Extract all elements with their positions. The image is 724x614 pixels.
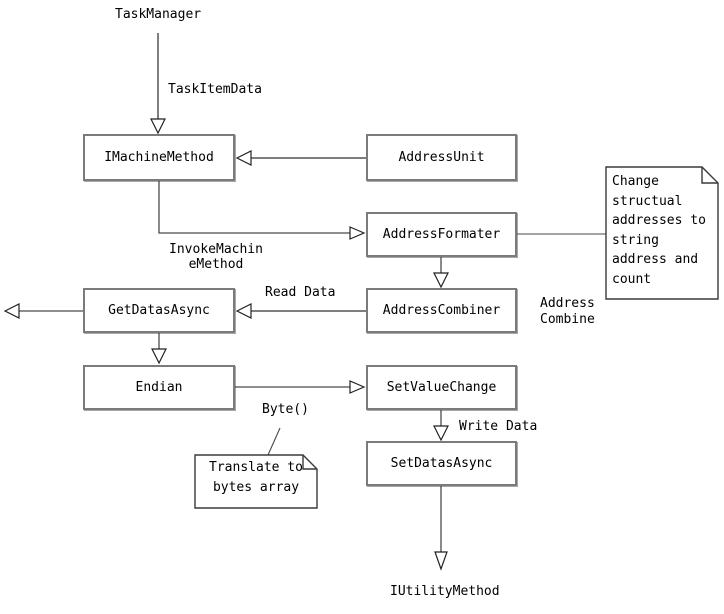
node-addresscombiner[interactable]: AddressCombiner — [366, 288, 517, 333]
node-setvaluechange[interactable]: SetValueChange — [366, 365, 517, 410]
label-taskmanager: TaskManager — [115, 7, 202, 22]
edge-getdatasasync-endian — [151, 333, 167, 365]
label-iutilitymethod: IUtilityMethod — [390, 584, 500, 599]
edge-addressunit-imachinemethod — [235, 150, 366, 166]
edge-addresscombiner-getdatasasync — [235, 303, 366, 319]
edge-label-readdata: Read Data — [265, 285, 336, 300]
note-text-change-addresses: Change structual addresses to string add… — [612, 174, 706, 287]
edge-label-byte: Byte() — [262, 402, 309, 417]
node-endian[interactable]: Endian — [83, 365, 235, 410]
edge-getdatasasync-out-left — [3, 303, 83, 319]
edge-setvaluechange-setdatasasync — [433, 410, 449, 442]
edge-label-invokemachinemethod: InvokeMachin eMethod — [169, 242, 263, 272]
node-addressunit[interactable]: AddressUnit — [366, 134, 517, 181]
edge-setdatasasync-iutilitymethod — [434, 486, 448, 571]
edge-taskmanager-imachinemethod — [150, 33, 166, 135]
edge-label-addresscombine: Address Combine — [540, 296, 595, 327]
node-getdatasasync[interactable]: GetDatasAsync — [83, 288, 235, 333]
edge-addressformater-addresscombiner — [433, 257, 449, 289]
note-shape-translate-bytes[interactable] — [194, 454, 318, 509]
node-imachinemethod[interactable]: IMachineMethod — [83, 134, 235, 181]
edge-label-writedata: Write Data — [459, 419, 538, 434]
note-shape-change-addresses[interactable] — [605, 166, 719, 300]
edge-label-taskitemdata: TaskItemData — [168, 82, 262, 97]
node-setdatasasync[interactable]: SetDatasAsync — [366, 441, 517, 486]
edge-note-byte-leader — [267, 427, 281, 456]
edge-endian-setvaluechange — [235, 380, 366, 394]
node-addressformater[interactable]: AddressFormater — [366, 212, 517, 257]
edge-imachinemethod-addressformater — [158, 181, 366, 240]
note-text-translate-bytes: Translate to bytes array — [209, 460, 303, 495]
